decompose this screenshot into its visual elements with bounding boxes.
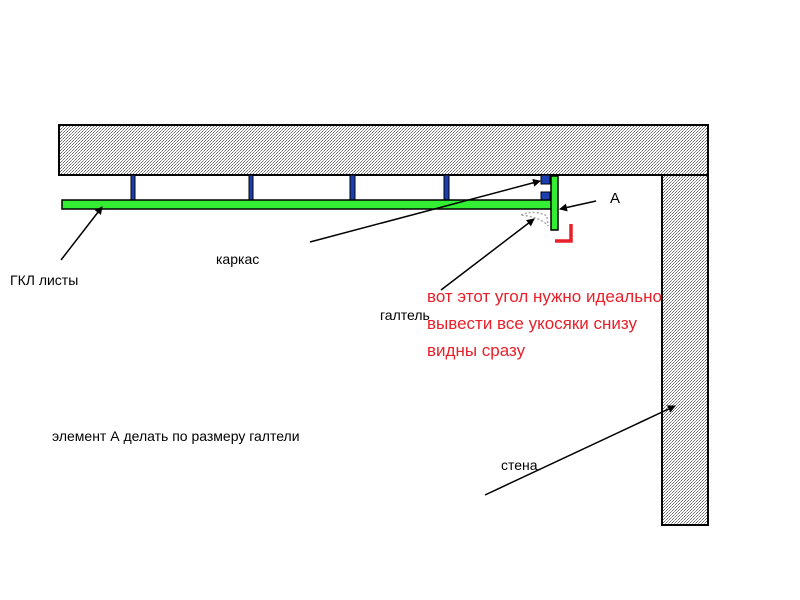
label-wall: стена (501, 457, 538, 473)
arrow-gkl (60, 206, 103, 261)
arrow-galtel (440, 218, 535, 291)
arrow-a (559, 200, 597, 212)
frame-hanger (443, 174, 450, 201)
label-element-a: А (610, 190, 621, 207)
ceiling-slab (58, 124, 709, 176)
frame-hanger (349, 174, 356, 201)
note-line: вывести все укосяки снизу (427, 314, 638, 333)
gkl-sheet (61, 199, 553, 210)
arrow-stena (484, 405, 676, 496)
note-line: видны сразу (427, 341, 526, 360)
red-note: вот этот угол нужно идеально вывести все… (427, 283, 662, 364)
frame-hanger (248, 174, 254, 201)
corner-mark (555, 224, 573, 243)
label-cornice: галтель (380, 307, 430, 323)
arrow-karkas (309, 178, 541, 243)
label-element-a-instruction: элемент А делать по размеру галтели (52, 428, 300, 444)
element-a-strip (550, 175, 559, 231)
wall (661, 174, 709, 526)
frame-hanger (130, 174, 136, 201)
label-frame: каркас (216, 251, 260, 267)
frame-hanger (540, 174, 551, 185)
label-gkl-sheets: ГКЛ листы (10, 272, 79, 288)
note-line: вот этот угол нужно идеально (427, 287, 662, 306)
cornice-profile (518, 211, 549, 227)
